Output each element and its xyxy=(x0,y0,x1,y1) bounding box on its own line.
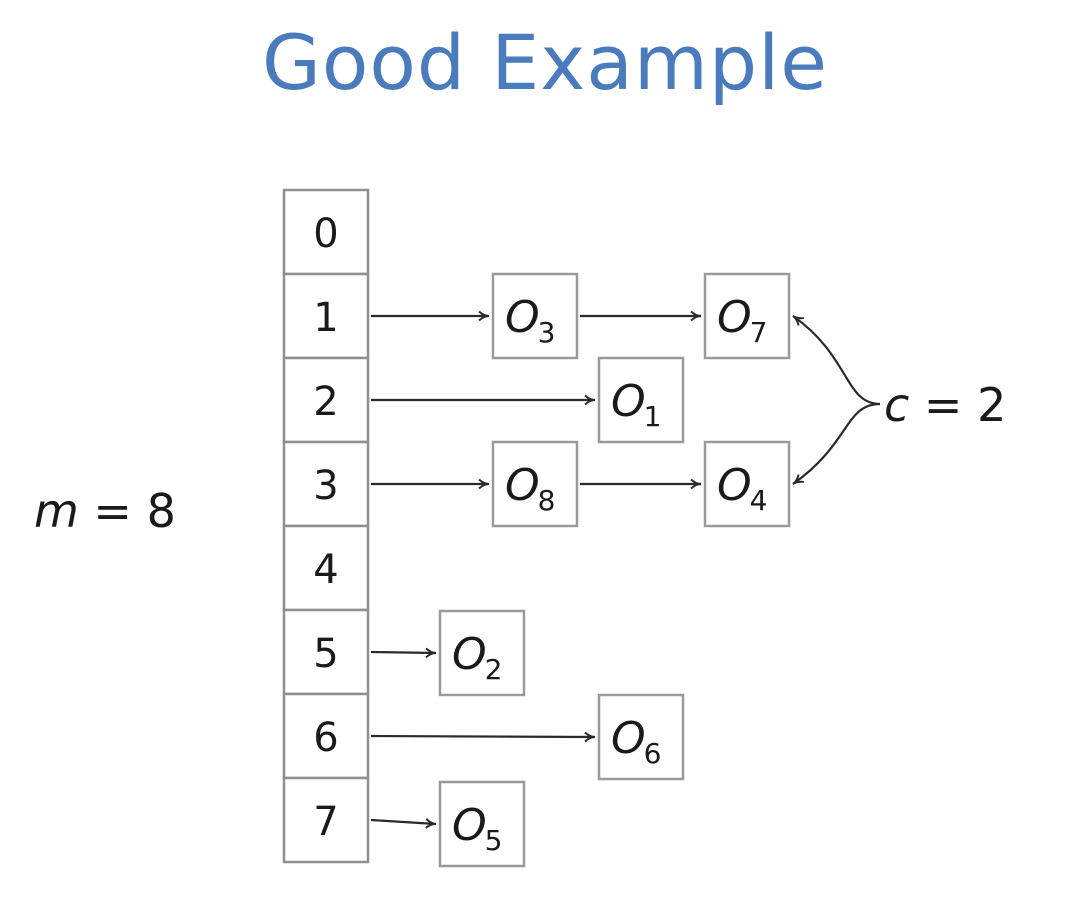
node-O8: O8 xyxy=(491,440,579,528)
node-O3: O3 xyxy=(491,272,579,360)
node-box xyxy=(491,440,579,528)
node-O7: O7 xyxy=(703,272,791,360)
node-O1: O1 xyxy=(597,356,685,444)
node-letter: O xyxy=(452,800,487,851)
table-cell-6: 6 xyxy=(282,692,370,780)
arrow-c-label-to-O4 xyxy=(792,402,881,485)
node-O4: O4 xyxy=(703,440,791,528)
arrow-cell-7-to-O5 xyxy=(370,818,437,829)
node-subscript: 6 xyxy=(644,737,662,770)
table-cell-index: 1 xyxy=(313,295,338,341)
table-cell-index: 5 xyxy=(313,631,338,677)
node-box xyxy=(438,609,526,697)
node-box xyxy=(597,356,685,444)
node-label: O6 xyxy=(611,713,661,770)
node-box xyxy=(703,440,791,528)
node-label: O5 xyxy=(452,800,502,857)
node-subscript: 2 xyxy=(485,653,503,686)
table-cell-box xyxy=(282,356,370,444)
node-O5: O5 xyxy=(438,780,526,868)
table-cell-index: 2 xyxy=(313,379,338,425)
node-label: O4 xyxy=(717,460,767,517)
node-subscript: 7 xyxy=(750,316,768,349)
node-letter: O xyxy=(505,460,540,511)
arrows-layer xyxy=(370,310,881,829)
table-cell-7: 7 xyxy=(282,776,370,864)
node-box xyxy=(438,780,526,868)
node-O6: O6 xyxy=(597,693,685,781)
table-cell-index: 3 xyxy=(313,463,338,509)
arrow-cell-6-to-O6 xyxy=(370,731,596,743)
table-cell-3: 3 xyxy=(282,440,370,528)
c-label: c = 2 xyxy=(884,378,1006,432)
table-cell-2: 2 xyxy=(282,356,370,444)
table-cell-box xyxy=(282,776,370,864)
m-label-var: m xyxy=(34,484,79,538)
hash-table: 0 1 2 3 4 5 6 7 xyxy=(282,188,370,864)
node-box xyxy=(491,272,579,360)
node-subscript: 3 xyxy=(538,316,556,349)
table-cell-0: 0 xyxy=(282,188,370,276)
node-letter: O xyxy=(717,460,752,511)
node-letter: O xyxy=(717,292,752,343)
table-cell-1: 1 xyxy=(282,272,370,360)
node-label: O1 xyxy=(611,376,661,433)
c-label-var: c xyxy=(884,378,909,432)
node-box xyxy=(597,693,685,781)
node-letter: O xyxy=(505,292,540,343)
arrow-cell-5-to-O2 xyxy=(370,647,437,659)
m-label-rest: = 8 xyxy=(79,484,176,538)
table-cell-box xyxy=(282,524,370,612)
node-box xyxy=(703,272,791,360)
arrow-c-label-to-O7 xyxy=(792,315,881,406)
table-cell-index: 6 xyxy=(313,715,338,761)
c-label-rest: = 2 xyxy=(909,378,1006,432)
node-label: O8 xyxy=(505,460,555,517)
table-cell-box xyxy=(282,692,370,780)
table-cell-index: 7 xyxy=(313,799,338,845)
node-O2: O2 xyxy=(438,609,526,697)
node-letter: O xyxy=(611,376,646,427)
table-cell-box xyxy=(282,188,370,276)
node-subscript: 8 xyxy=(538,484,556,517)
table-cell-index: 0 xyxy=(313,211,338,257)
node-subscript: 4 xyxy=(750,484,768,517)
node-label: O7 xyxy=(717,292,767,349)
node-subscript: 5 xyxy=(485,824,503,857)
slide-title: Good Example xyxy=(261,18,828,107)
table-cell-5: 5 xyxy=(282,608,370,696)
table-cell-index: 4 xyxy=(313,547,338,593)
table-cell-4: 4 xyxy=(282,524,370,612)
m-label: m = 8 xyxy=(34,484,176,538)
node-letter: O xyxy=(452,629,487,680)
node-label: O3 xyxy=(505,292,555,349)
node-label: O2 xyxy=(452,629,502,686)
node-subscript: 1 xyxy=(644,400,662,433)
node-letter: O xyxy=(611,713,646,764)
